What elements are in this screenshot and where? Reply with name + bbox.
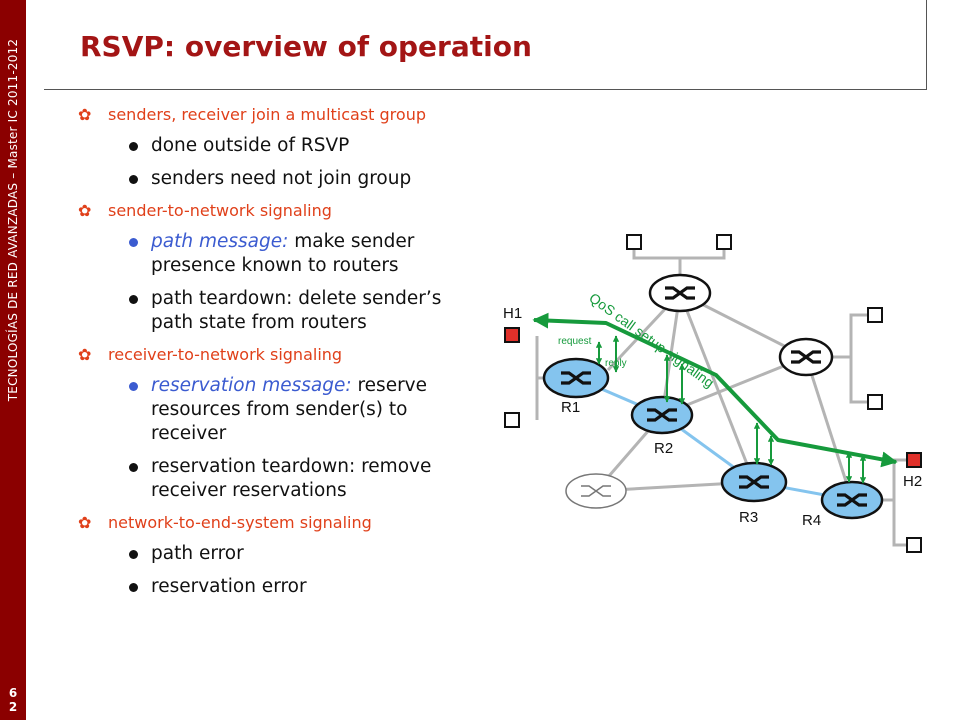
host-box bbox=[906, 537, 922, 553]
sub-bullet-text: senders need not join group bbox=[151, 168, 412, 189]
sub-bullet-text: path error bbox=[151, 543, 244, 564]
router-r3-icon bbox=[720, 461, 788, 503]
label-r2: R2 bbox=[654, 440, 673, 457]
sub-bullet-text: reservation error bbox=[151, 576, 307, 597]
flower-bullet-icon: ✿ bbox=[78, 201, 92, 220]
host-box bbox=[867, 307, 883, 323]
bullet-dot-icon bbox=[129, 142, 138, 151]
bullet-receiver-signaling: ✿ receiver-to-network signaling bbox=[78, 344, 488, 366]
sub-bullet: done outside of RSVP bbox=[78, 134, 488, 158]
bullet-dot-icon bbox=[129, 583, 138, 592]
bullet-list: ✿ senders, receiver join a multicast grou… bbox=[78, 104, 488, 608]
sub-bullet: senders need not join group bbox=[78, 167, 488, 191]
sub-bullet-lead: reservation message: bbox=[151, 375, 352, 396]
bullet-end-system-signaling: ✿ network-to-end-system signaling bbox=[78, 512, 488, 534]
sub-bullet-text: done outside of RSVP bbox=[151, 135, 350, 156]
label-r3: R3 bbox=[739, 509, 758, 526]
label-request: request bbox=[558, 336, 592, 347]
bullet-text: senders, receiver join a multicast group bbox=[108, 105, 426, 124]
bullet-group-membership: ✿ senders, receiver join a multicast grou… bbox=[78, 104, 488, 126]
label-reply: reply bbox=[605, 358, 627, 369]
slide-title: RSVP: overview of operation bbox=[80, 30, 532, 63]
bullet-dot-icon bbox=[129, 175, 138, 184]
label-r4: R4 bbox=[802, 512, 821, 529]
router-r4-icon bbox=[820, 480, 884, 520]
sub-bullet-text: reservation teardown: remove receiver re… bbox=[151, 456, 432, 501]
bullet-dot-icon bbox=[129, 463, 138, 472]
title-frame-vertical bbox=[926, 0, 927, 90]
sub-bullet: reservation teardown: remove receiver re… bbox=[78, 455, 488, 503]
router-icon bbox=[648, 273, 712, 313]
page-number-digit: 2 bbox=[8, 700, 18, 714]
host-box bbox=[716, 234, 732, 250]
bullet-dot-icon bbox=[129, 382, 138, 391]
bullet-dot-icon bbox=[129, 238, 138, 247]
sub-bullet: path message: make sender presence known… bbox=[78, 230, 488, 278]
host-box bbox=[626, 234, 642, 250]
bullet-dot-icon bbox=[129, 550, 138, 559]
host-h2-box bbox=[906, 452, 922, 468]
sub-bullet-lead: path message: bbox=[151, 231, 289, 252]
request-reply-arrows bbox=[595, 335, 867, 484]
bullet-sender-signaling: ✿ sender-to-network signaling bbox=[78, 200, 488, 222]
sidebar-course-text: TECNOLOGÍAS DE RED AVANZADAS – Master IC… bbox=[6, 38, 20, 402]
bullet-dot-icon bbox=[129, 295, 138, 304]
sub-bullet: path teardown: delete sender’s path stat… bbox=[78, 287, 488, 335]
router-r1-icon bbox=[542, 357, 610, 399]
host-box bbox=[867, 394, 883, 410]
title-frame-horizontal bbox=[44, 89, 927, 90]
flower-bullet-icon: ✿ bbox=[78, 105, 92, 124]
sidebar: TECNOLOGÍAS DE RED AVANZADAS – Master IC… bbox=[0, 0, 26, 720]
signaling-path bbox=[532, 312, 898, 468]
label-h1: H1 bbox=[503, 305, 522, 322]
bullet-text: network-to-end-system signaling bbox=[108, 513, 372, 532]
flower-bullet-icon: ✿ bbox=[78, 345, 92, 364]
label-r1: R1 bbox=[561, 399, 580, 416]
sub-bullet-text: reserve resources from sender(s) to rece… bbox=[151, 375, 428, 444]
router-icon-inactive bbox=[565, 473, 627, 509]
sub-bullet: reservation error bbox=[78, 575, 488, 599]
bullet-text: receiver-to-network signaling bbox=[108, 345, 343, 364]
host-box bbox=[504, 412, 520, 428]
page-number: 6 2 bbox=[0, 686, 26, 714]
rsvp-network-diagram: H1 H2 R1 R2 R3 R4 request reply QoS call… bbox=[503, 234, 922, 553]
bullet-text: sender-to-network signaling bbox=[108, 201, 332, 220]
sub-bullet: reservation message: reserve resources f… bbox=[78, 374, 488, 446]
sub-bullet-text: make sender presence known to routers bbox=[151, 231, 415, 276]
host-h1-box bbox=[504, 327, 520, 343]
label-h2: H2 bbox=[903, 473, 922, 490]
sub-bullet: path error bbox=[78, 542, 488, 566]
router-icon bbox=[778, 337, 834, 377]
sub-bullet-text: path teardown: delete sender’s path stat… bbox=[151, 288, 442, 333]
page-number-digit: 6 bbox=[8, 686, 18, 700]
flower-bullet-icon: ✿ bbox=[78, 513, 92, 532]
